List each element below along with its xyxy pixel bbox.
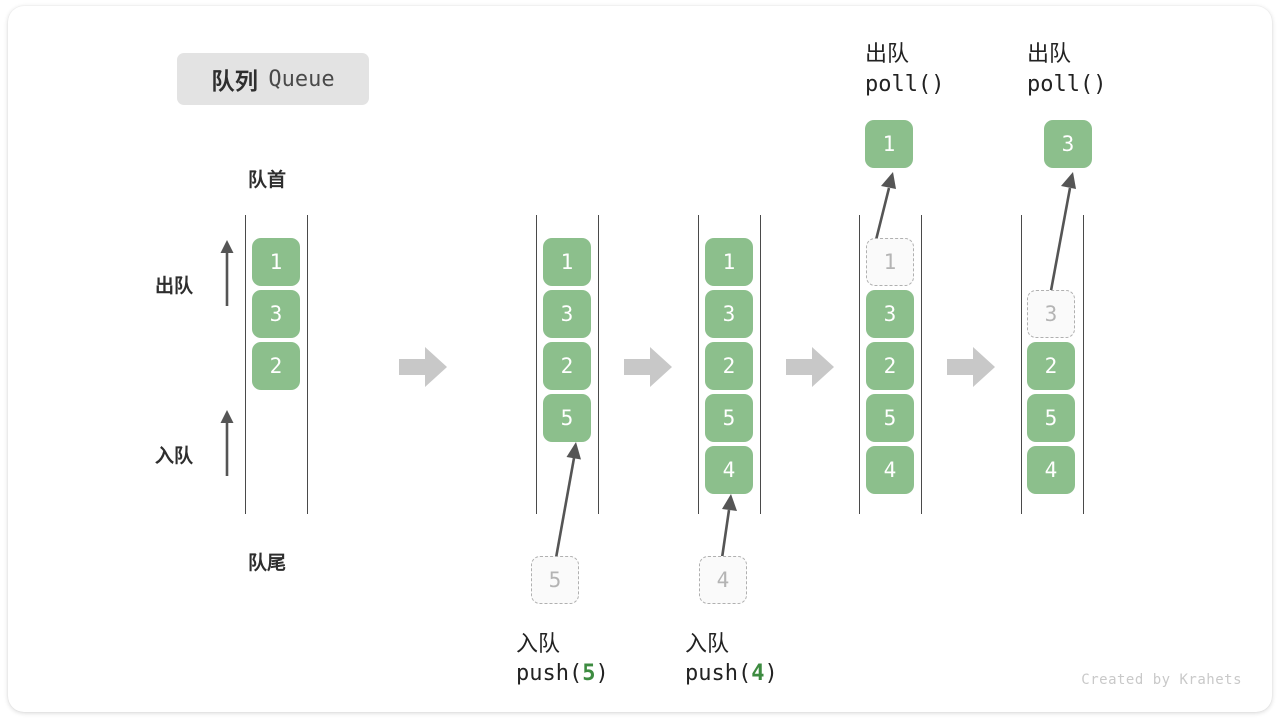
queue-rail-left-col1 bbox=[245, 215, 246, 514]
title-cn: 队列 bbox=[211, 68, 259, 94]
queue-cell-ghost: 3 bbox=[1027, 290, 1075, 338]
queue-cell: 1 bbox=[543, 238, 591, 286]
enqueue-motion-arrow-icon bbox=[720, 494, 737, 559]
header-code-col5: poll() bbox=[1027, 72, 1107, 97]
queue-cell: 1 bbox=[705, 238, 753, 286]
polled-element: 1 bbox=[865, 120, 913, 168]
queue-cell: 5 bbox=[866, 394, 914, 442]
step-arrow-icon bbox=[399, 347, 447, 387]
queue-cell: 4 bbox=[866, 446, 914, 494]
diagram-card: 队列 Queue 队首 队尾 出队 入队 1 3 2 1 3 2 5 5 入队 … bbox=[8, 6, 1272, 712]
caption-code-col2: push(5) bbox=[516, 661, 609, 686]
enqueue-direction-arrow-icon bbox=[220, 410, 234, 476]
queue-cell: 2 bbox=[866, 342, 914, 390]
queue-rail-left-col2 bbox=[536, 215, 537, 514]
title-en: Queue bbox=[268, 66, 335, 92]
dequeue-motion-arrow-icon bbox=[873, 172, 896, 245]
queue-cell: 3 bbox=[705, 290, 753, 338]
incoming-element-ghost: 5 bbox=[531, 556, 579, 604]
queue-cell: 2 bbox=[543, 342, 591, 390]
queue-cell: 2 bbox=[252, 342, 300, 390]
dequeue-direction-arrow-icon bbox=[220, 240, 234, 306]
queue-rail-right-col4 bbox=[921, 215, 922, 514]
queue-rail-left-col3 bbox=[698, 215, 699, 514]
queue-cell: 4 bbox=[1027, 446, 1075, 494]
header-cn-col4: 出队 bbox=[865, 41, 910, 66]
caption-cn-col2: 入队 bbox=[516, 631, 561, 656]
queue-cell: 1 bbox=[252, 238, 300, 286]
diagram-title-chip: 队列 Queue bbox=[177, 53, 369, 105]
queue-cell-new: 4 bbox=[705, 446, 753, 494]
polled-element: 3 bbox=[1044, 120, 1092, 168]
incoming-element-ghost: 4 bbox=[699, 556, 747, 604]
step-arrow-icon bbox=[624, 347, 672, 387]
label-queue-tail: 队尾 bbox=[248, 553, 287, 574]
watermark: Created by Krahets bbox=[1081, 672, 1242, 688]
label-queue-head: 队首 bbox=[248, 170, 287, 191]
queue-rail-right-col1 bbox=[307, 215, 308, 514]
caption-cn-col3: 入队 bbox=[685, 631, 730, 656]
queue-cell-new: 5 bbox=[543, 394, 591, 442]
queue-cell-ghost: 1 bbox=[866, 238, 914, 286]
queue-rail-right-col2 bbox=[598, 215, 599, 514]
queue-cell: 3 bbox=[866, 290, 914, 338]
header-code-col4: poll() bbox=[865, 72, 945, 97]
step-arrow-icon bbox=[947, 347, 995, 387]
label-dequeue-direction: 出队 bbox=[155, 276, 194, 297]
queue-cell: 5 bbox=[1027, 394, 1075, 442]
label-enqueue-direction: 入队 bbox=[155, 446, 194, 467]
queue-rail-left-col4 bbox=[859, 215, 860, 514]
enqueue-motion-arrow-icon bbox=[554, 442, 581, 559]
step-arrow-icon bbox=[786, 347, 834, 387]
queue-cell: 5 bbox=[705, 394, 753, 442]
dequeue-motion-arrow-icon bbox=[1048, 172, 1076, 297]
queue-rail-right-col3 bbox=[760, 215, 761, 514]
queue-rail-left-col5 bbox=[1021, 215, 1022, 514]
queue-cell: 3 bbox=[543, 290, 591, 338]
caption-code-col3: push(4) bbox=[685, 661, 778, 686]
queue-cell: 2 bbox=[1027, 342, 1075, 390]
header-cn-col5: 出队 bbox=[1027, 41, 1072, 66]
queue-rail-right-col5 bbox=[1083, 215, 1084, 514]
queue-cell: 2 bbox=[705, 342, 753, 390]
queue-cell: 3 bbox=[252, 290, 300, 338]
